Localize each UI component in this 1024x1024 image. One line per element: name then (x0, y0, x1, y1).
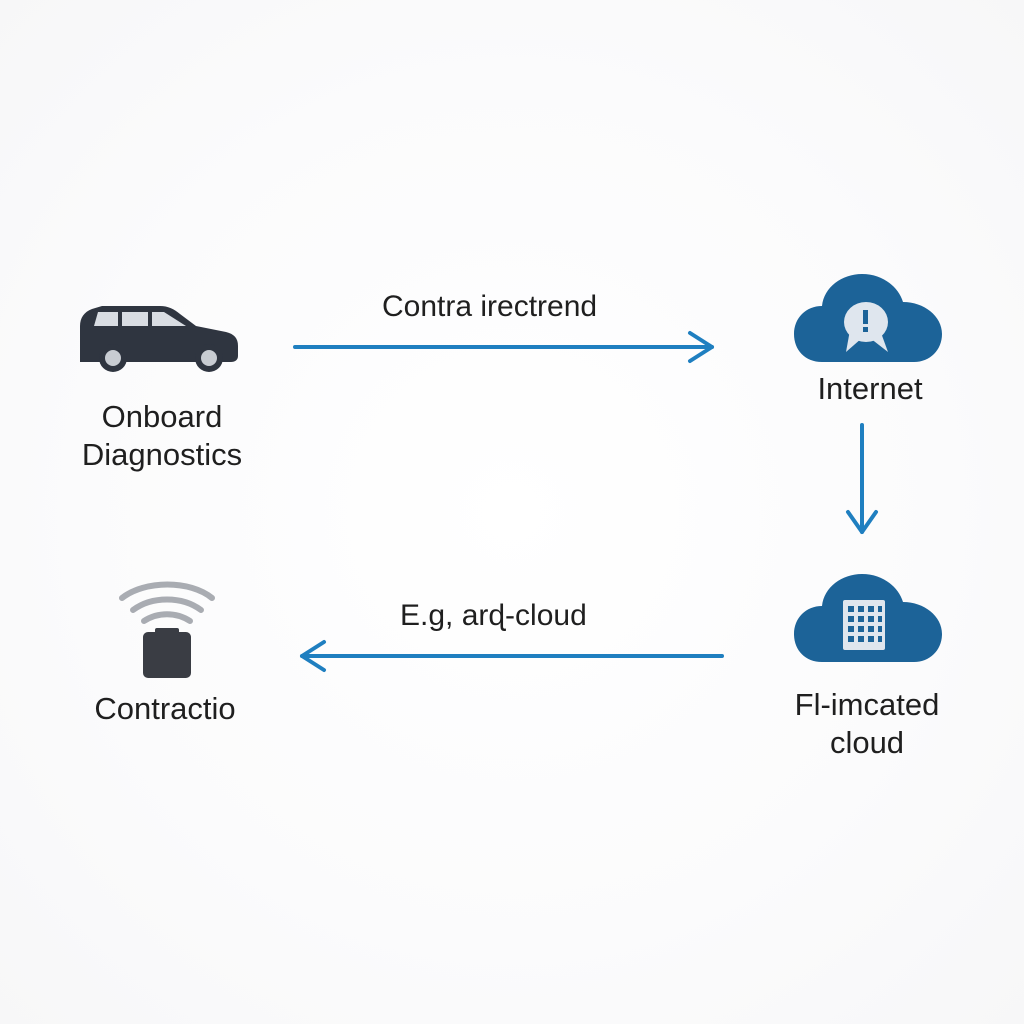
edge-label-top: Contra irectrend (382, 290, 598, 323)
node-label-onboard-diagnostics: Onboard Diagnostics (62, 398, 262, 474)
arrow-right-down (846, 423, 878, 534)
arrow-top (293, 331, 714, 363)
arrow-bottom (300, 640, 724, 672)
obd-label-line1: Onboard (101, 399, 223, 434)
cloud-label-line2: cloud (829, 725, 905, 760)
obd-label-line2: Diagnostics (81, 437, 243, 472)
cloud-label-line1: Fl-imcated (794, 687, 940, 722)
node-label-contractio: Contractio (94, 691, 236, 726)
node-label-cloud: Fl-imcated cloud (772, 686, 962, 762)
edge-label-bottom: E.g, arɖ-cloud (400, 599, 587, 632)
node-label-internet: Internet (817, 371, 923, 406)
